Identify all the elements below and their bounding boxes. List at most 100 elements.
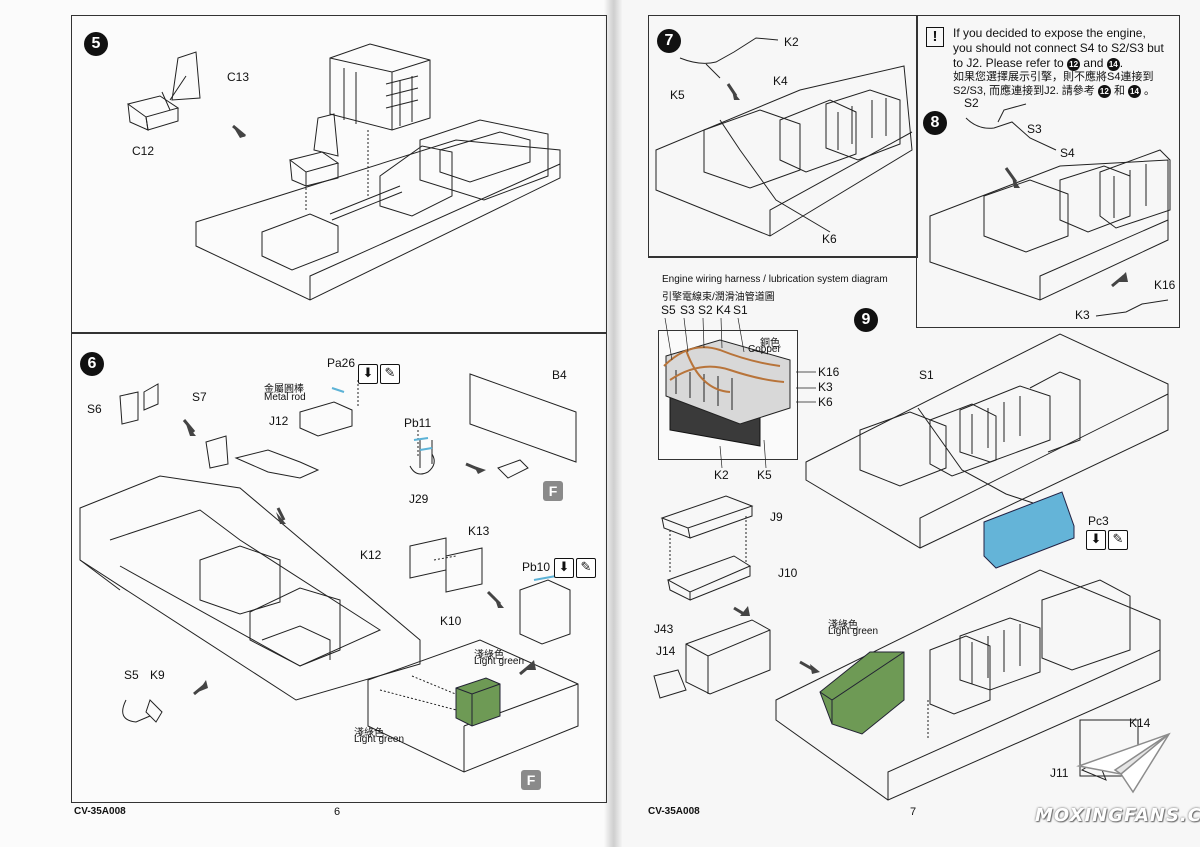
warning-icon: ! xyxy=(926,27,944,47)
paint-icons-pb10: ⬇✎ xyxy=(554,558,596,578)
metal-rod-label-en: Metal rod xyxy=(264,392,306,403)
step-8-drawing xyxy=(929,103,1171,317)
step-8-note-zh-2: S2/S3, 而應連接到J2. 請參考 12 和 14 。 xyxy=(953,85,1156,98)
wiring-diagram-engine xyxy=(663,317,816,469)
diagram-label-s2: S2 xyxy=(698,303,713,317)
glue-icon: ⬇ xyxy=(554,558,574,578)
step-5-number: 5 xyxy=(84,32,108,56)
step-8-frame xyxy=(916,15,1180,328)
light-green-label-en-2: Light green xyxy=(354,734,405,745)
step-9-frame xyxy=(648,256,916,258)
step-9-number: 9 xyxy=(854,308,878,332)
part-label-k16: K16 xyxy=(1154,278,1176,292)
paint-icons-pa26: ⬇✎ xyxy=(358,364,400,384)
part-label-s6: S6 xyxy=(87,402,102,416)
part-label-k14: K14 xyxy=(1129,716,1151,730)
paint-icons-pc3: ⬇✎ xyxy=(1086,530,1128,550)
light-green-label-zh-2: 淺綠色 xyxy=(354,728,384,739)
step-6-frame xyxy=(71,332,607,803)
part-label-k12: K12 xyxy=(360,548,382,562)
light-green-label-en-3: Light green xyxy=(828,626,879,637)
step-ref-12-icon-zh: 12 xyxy=(1097,85,1111,98)
watermark-text: MOXINGFANS.COM xyxy=(1035,805,1200,826)
diagram-label-k2: K2 xyxy=(714,468,729,482)
glue-icon: ⬇ xyxy=(358,364,378,384)
diagram-label-k5: K5 xyxy=(757,468,772,482)
part-label-j10: J10 xyxy=(778,566,798,580)
brush-icon: ✎ xyxy=(576,558,596,578)
step-8-note-line-1: If you decided to expose the engine, xyxy=(953,26,1146,40)
part-label-j9: J9 xyxy=(770,510,783,524)
part-label-s4: S4 xyxy=(1060,146,1075,160)
part-label-s5: S5 xyxy=(124,668,139,682)
step-7-drawing xyxy=(655,37,913,237)
product-code-left: CV-35A008 xyxy=(74,806,126,817)
f-sprue-badge-1: F xyxy=(543,481,563,501)
paper-plane-logo xyxy=(1076,732,1171,794)
part-label-s2: S2 xyxy=(964,96,979,110)
part-label-s3: S3 xyxy=(1027,122,1042,136)
step-7-frame xyxy=(648,15,918,258)
wiring-diagram-title-zh: 引擎電線束/潤滑油管道圖 xyxy=(662,292,775,303)
metal-rod-label-zh: 金屬圓棒 xyxy=(264,384,304,395)
part-label-pc3: Pc3 xyxy=(1088,514,1109,528)
part-label-k6: K6 xyxy=(822,232,837,246)
part-label-pa26: Pa26 xyxy=(327,356,356,370)
part-label-j14: J14 xyxy=(656,644,676,658)
part-label-k9: K9 xyxy=(150,668,165,682)
step-8-number: 8 xyxy=(923,111,947,135)
book-spine xyxy=(604,0,622,847)
step-8-note-and: and xyxy=(1083,56,1104,70)
part-label-k5: K5 xyxy=(670,88,685,102)
step-6-drawing xyxy=(79,373,579,773)
part-label-j43: J43 xyxy=(654,622,674,636)
part-label-b4: B4 xyxy=(552,368,567,382)
step-6-number: 6 xyxy=(80,352,104,376)
copper-label-zh: 銅色 xyxy=(760,338,780,349)
copper-label-en: Copper xyxy=(748,344,781,355)
diagram-label-k16: K16 xyxy=(818,365,840,379)
step-5-frame xyxy=(71,15,607,334)
step-8-note-line-3-text: to J2. Please refer to xyxy=(953,56,1064,70)
part-label-j29: J29 xyxy=(409,492,429,506)
part-label-c13: C13 xyxy=(227,70,250,84)
left-page xyxy=(0,0,612,847)
part-label-k3: K3 xyxy=(1075,308,1090,322)
step-ref-12-icon: 12 xyxy=(1067,58,1081,71)
step-8-note-line-2: you should not connect S4 to S2/S3 but xyxy=(953,41,1164,55)
step-8-note-line-3: to J2. Please refer to 12 and 14. xyxy=(953,56,1124,71)
brush-icon: ✎ xyxy=(1108,530,1128,550)
diagram-label-k4: K4 xyxy=(716,303,731,317)
part-label-j11: J11 xyxy=(1050,766,1069,780)
step-ref-14-icon-zh: 14 xyxy=(1128,85,1141,98)
step-8-note-zh-and: 和 xyxy=(1113,85,1125,97)
part-label-s1: S1 xyxy=(919,368,934,382)
part-label-j12: J12 xyxy=(269,414,289,428)
brush-icon: ✎ xyxy=(380,364,400,384)
f-sprue-badge-2: F xyxy=(521,770,541,790)
part-label-k2: K2 xyxy=(784,35,799,49)
light-green-label-zh-3: 淺綠色 xyxy=(828,620,858,631)
diagram-label-s5: S5 xyxy=(661,303,676,317)
part-label-k13: K13 xyxy=(468,524,490,538)
step-8-note-zh-2-text: S2/S3, 而應連接到J2. 請參考 xyxy=(953,85,1095,97)
diagram-label-s3: S3 xyxy=(680,303,695,317)
part-label-k4: K4 xyxy=(773,74,788,88)
page-number-left: 6 xyxy=(334,806,341,818)
light-green-label-en-1: Light green xyxy=(474,656,525,667)
diagram-label-s1: S1 xyxy=(733,303,748,317)
step-7-number: 7 xyxy=(657,29,681,53)
part-label-pb11: Pb11 xyxy=(404,416,432,430)
light-green-label-zh-1: 淺綠色 xyxy=(474,650,504,661)
glue-icon: ⬇ xyxy=(1086,530,1106,550)
step-5-drawing xyxy=(126,43,561,301)
part-label-pb10: Pb10 xyxy=(522,560,551,574)
part-label-k10: K10 xyxy=(440,614,462,628)
wiring-diagram-title-en: Engine wiring harness / lubrication syst… xyxy=(662,274,888,285)
product-code-right: CV-35A008 xyxy=(648,806,700,817)
step-ref-14-icon: 14 xyxy=(1106,58,1120,71)
diagram-label-k3: K3 xyxy=(818,380,833,394)
step-8-note-zh-1: 如果您選擇展示引擎，則不應將S4連接到 xyxy=(953,71,1154,83)
step-9-drawing xyxy=(653,333,1169,801)
part-label-s7: S7 xyxy=(192,390,207,404)
